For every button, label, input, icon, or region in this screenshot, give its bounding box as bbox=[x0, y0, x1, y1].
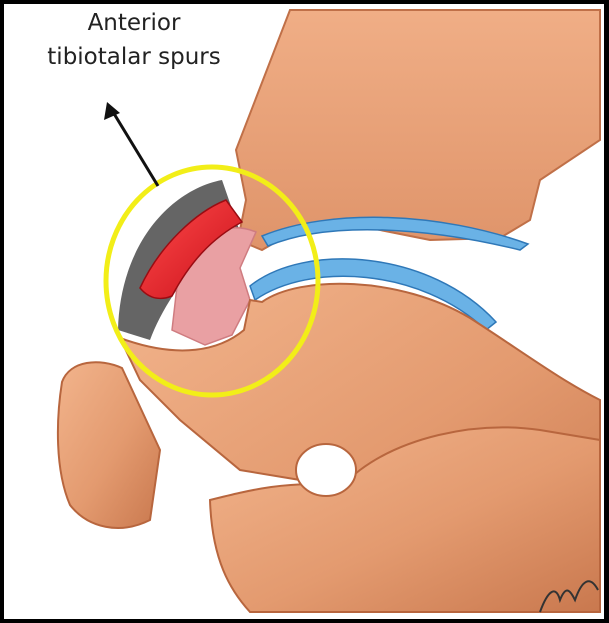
sinus-tarsi-gap bbox=[296, 444, 356, 496]
navicular-bone bbox=[58, 362, 160, 528]
callout-label: Anterior tibiotalar spurs bbox=[16, 6, 252, 74]
arrow-pointer-icon bbox=[104, 102, 158, 186]
tibia-bone bbox=[236, 10, 600, 250]
callout-line-2: tibiotalar spurs bbox=[16, 40, 252, 74]
callout-line-1: Anterior bbox=[16, 6, 252, 40]
